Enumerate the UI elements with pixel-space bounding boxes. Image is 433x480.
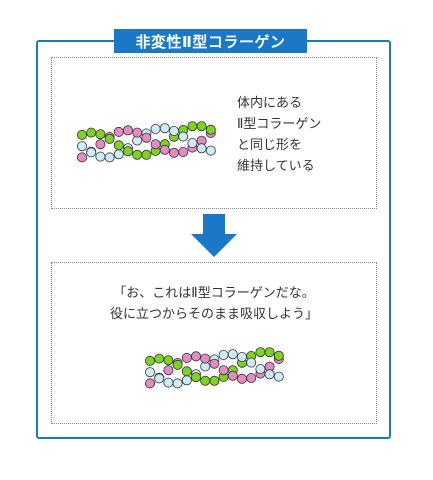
helix-bead [181,375,192,386]
helix-bead [181,352,192,363]
helix-bead [178,147,189,158]
helix-bead [154,373,165,384]
helix-bead [86,147,97,158]
helix-bead [181,366,192,377]
helix-bead [264,347,275,358]
helix-bead [145,367,155,378]
top-text-line: 維持している [237,159,315,174]
helix-bead [255,364,266,375]
top-panel-text: 体内にある Ⅱ型コラーゲン と同じ形を 維持している [237,93,377,177]
bottom-text-line: 役に立つからそのまま吸収しよう」 [109,307,318,322]
helix-bead [150,123,161,134]
helix-bead [172,378,183,389]
helix-bead [123,146,134,157]
helix-bead [86,127,97,138]
helix-bead [95,151,106,162]
helix-bead [187,138,198,149]
bottom-text-line: 「お、これはⅡ型コラーゲンだな。 [113,286,315,301]
helix-bead [145,378,155,389]
helix-bead [163,365,174,376]
helix-bead [227,370,238,381]
helix-bead [227,349,238,360]
top-panel [51,57,377,209]
helix-bead [218,365,229,376]
helix-bead [191,351,202,362]
helix-bead [141,149,152,160]
helix-bead [273,350,284,361]
helix-bead [104,152,115,163]
helix-bead [264,369,275,380]
helix-bead [237,351,248,362]
helix-bead [169,147,180,158]
helix-bead [196,121,207,132]
helix-bead [209,375,220,386]
helix-bead [200,353,211,364]
helix-bead [273,371,284,382]
page-title: 非変性Ⅱ型コラーゲン [114,29,307,53]
helix-bead [163,377,174,388]
helix-bead [246,357,257,368]
helix-bead [205,124,216,135]
helix-bead [163,355,174,366]
helix-bead [196,143,207,154]
helix-bead [113,149,124,160]
helix-bead [145,355,155,366]
helix-bead [172,359,183,370]
collagen-triple-helix-icon [77,121,216,163]
bottom-panel [51,262,377,424]
helix-bead [159,123,170,134]
helix-bead [77,141,87,152]
helix-bead [141,132,152,143]
helix-bead [150,139,161,150]
helix-bead [95,129,106,140]
helix-bead [77,152,87,163]
collagen-triple-helix-icon [145,347,284,389]
helix-bead [246,373,257,384]
helix-bead [218,349,229,360]
helix-bead [123,125,134,136]
helix-bead [205,145,216,156]
helix-bead [255,347,266,358]
top-text-line: Ⅱ型コラーゲン [237,117,322,132]
helix-bead [154,353,165,364]
top-text-line: 体内にある [237,96,303,111]
helix-bead [209,358,220,369]
helix-bead [191,372,202,383]
helix-bead [187,121,198,132]
helix-bead [237,373,248,384]
down-arrow-icon [191,214,237,257]
helix-bead [178,131,189,142]
helix-bead [113,140,124,151]
helix-bead [113,126,124,137]
helix-bead [200,375,211,386]
helix-bead [132,149,143,160]
helix-bead [77,129,87,140]
helix-bead [169,125,180,136]
helix-bead [132,127,143,138]
bottom-panel-text: 「お、これはⅡ型コラーゲンだな。 役に立つからそのまま吸収しよう」 [51,283,377,325]
helix-bead [95,139,106,150]
helix-bead [104,133,115,144]
top-text-line: と同じ形を [237,138,303,153]
helix-bead [159,144,170,155]
